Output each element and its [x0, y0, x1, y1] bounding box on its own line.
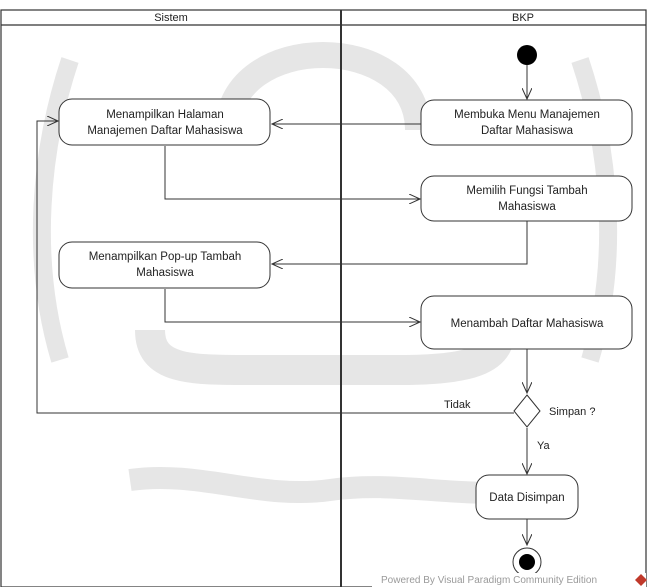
edge-show-popup-to-add-student [164, 289, 420, 322]
visual-paradigm-logo-icon [635, 574, 647, 586]
action-show-page: Menampilkan Halaman Manajemen Daftar Mah… [58, 98, 271, 146]
decision-save: Simpan ? [513, 394, 595, 428]
action-data-saved: Data Disimpan [475, 474, 579, 520]
action-show-popup-line-1: Menampilkan Pop-up Tambah [89, 251, 242, 263]
edge-show-page-to-choose-add [164, 146, 420, 199]
edge-label-yes: Ya [537, 440, 551, 452]
action-choose-add: Memilih Fungsi Tambah Mahasiswa [420, 175, 633, 222]
edge-label-no: Tidak [444, 399, 471, 411]
action-open-menu-line-1: Membuka Menu Manajemen [454, 109, 600, 121]
action-show-page-line-1: Menampilkan Halaman [106, 109, 224, 121]
action-show-popup-line-2: Mahasiswa [136, 267, 194, 279]
action-open-menu: Membuka Menu Manajemen Daftar Mahasiswa [420, 99, 633, 146]
lane-title-sistem: Sistem [154, 12, 188, 24]
decision-save-label: Simpan ? [549, 406, 595, 418]
action-choose-add-line-1: Memilih Fungsi Tambah [466, 185, 587, 197]
action-add-student-line-1: Menambah Daftar Mahasiswa [451, 318, 604, 330]
watermark [32, 42, 618, 504]
lane-title-bkp: BKP [512, 12, 534, 24]
initial-node [517, 45, 537, 65]
edge-decision-no-to-show-page [36, 121, 514, 414]
edge-choose-add-to-show-popup [272, 221, 528, 264]
action-open-menu-line-2: Daftar Mahasiswa [481, 125, 574, 137]
action-show-popup: Menampilkan Pop-up Tambah Mahasiswa [58, 241, 271, 289]
swimlane-frame [0, 9, 647, 587]
action-data-saved-line-1: Data Disimpan [489, 492, 564, 504]
action-choose-add-line-2: Mahasiswa [498, 201, 556, 213]
action-add-student: Menambah Daftar Mahasiswa [420, 295, 633, 350]
action-show-page-line-2: Manajemen Daftar Mahasiswa [87, 125, 243, 137]
final-node [512, 547, 542, 577]
powered-by-footer: Powered By Visual Paradigm Community Edi… [381, 575, 597, 586]
flow-edges [36, 65, 528, 545]
